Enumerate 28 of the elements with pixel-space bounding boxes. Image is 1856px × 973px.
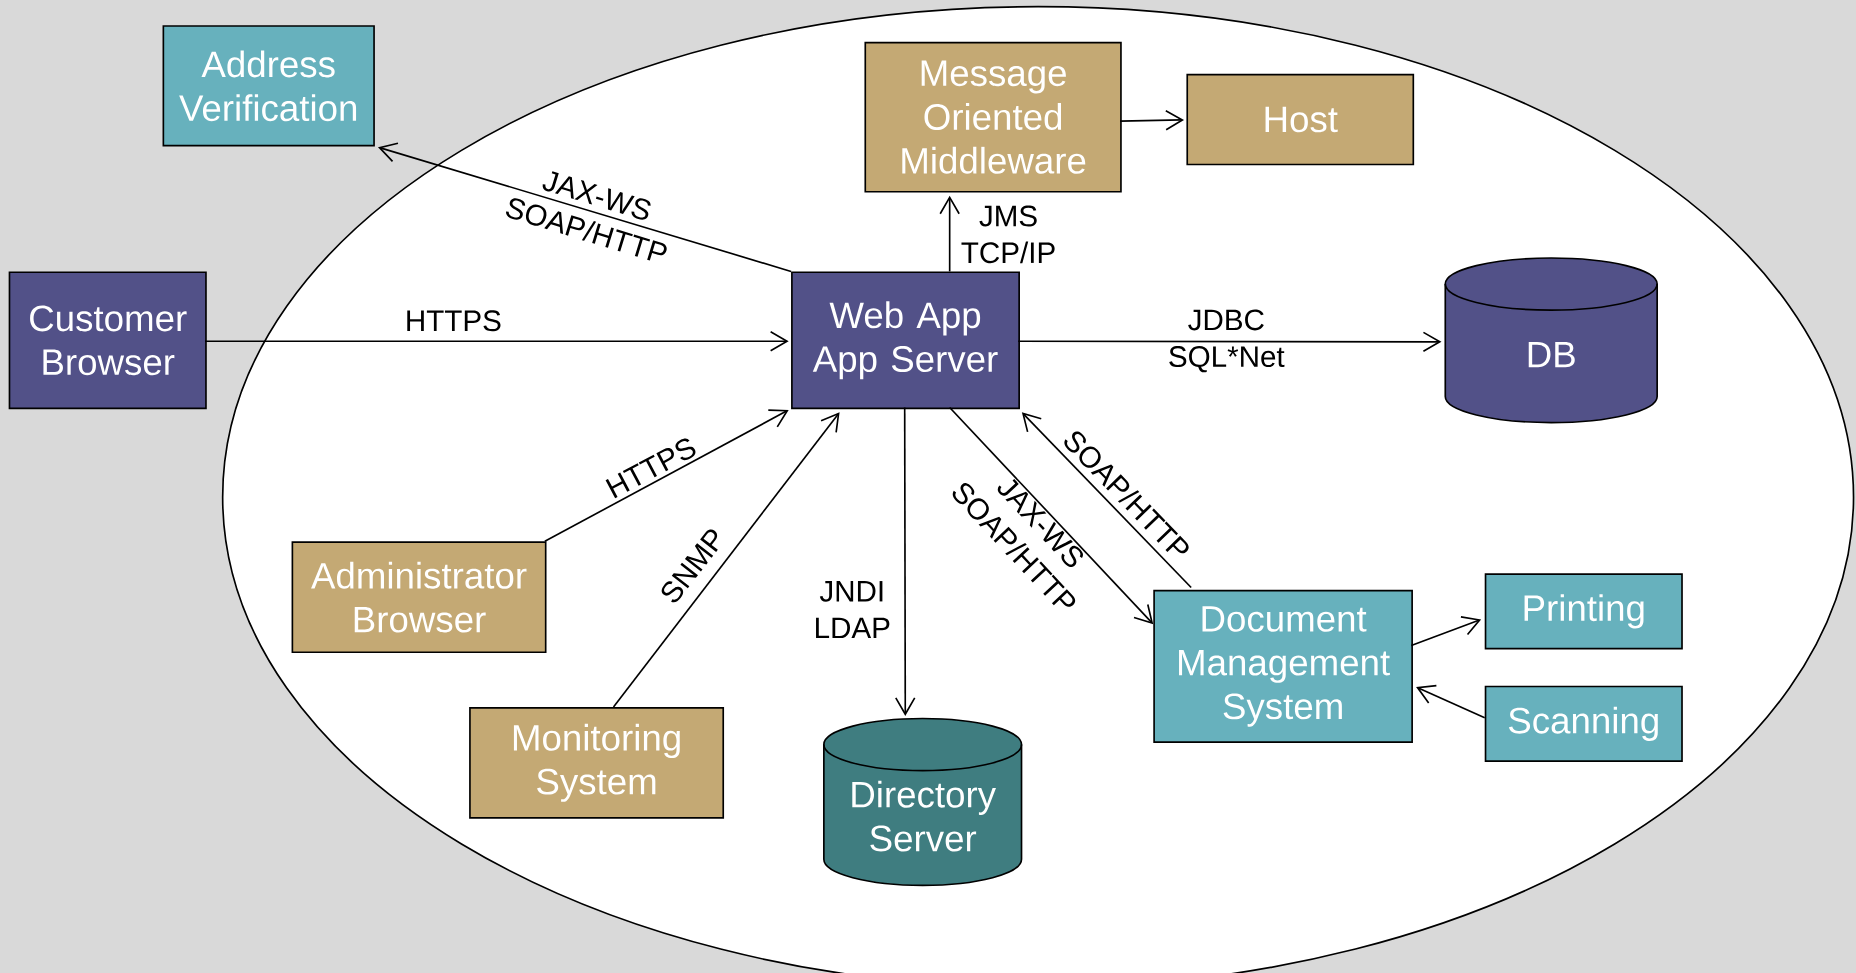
system-box: Document Management System [1153, 589, 1413, 743]
arrow [204, 330, 789, 352]
system-box: Scanning [1484, 685, 1683, 762]
arrow [948, 406, 1154, 625]
arrow [1021, 412, 1192, 589]
edge-label: HTTPS [407, 310, 501, 332]
arrow [377, 142, 792, 273]
arrow [612, 412, 840, 708]
edge-label: JNDI LDAP [816, 581, 890, 639]
arrow [544, 409, 789, 543]
system-box: Monitoring System [469, 707, 725, 819]
system-box: Message Oriented Middleware [864, 41, 1122, 193]
arrow [1410, 616, 1482, 647]
system-box: Web App App Server [791, 271, 1020, 410]
edge-label: JDBC SQL*Net [1169, 309, 1285, 373]
database-cylinder: Directory Server [823, 717, 1023, 887]
arrow [1017, 331, 1442, 353]
system-box: Customer Browser [8, 271, 207, 410]
system-box: Administrator Browser [291, 541, 547, 654]
system-box: Printing [1484, 573, 1683, 650]
database-cylinder: DB [1444, 257, 1658, 424]
system-box: Address Verification [162, 25, 375, 147]
system-box: Host [1186, 73, 1415, 166]
edge-label: JMS TCP/IP [961, 205, 1055, 264]
arrow [1119, 109, 1185, 131]
arrow [894, 406, 916, 716]
arrow [1416, 684, 1486, 719]
arrow [939, 195, 960, 273]
